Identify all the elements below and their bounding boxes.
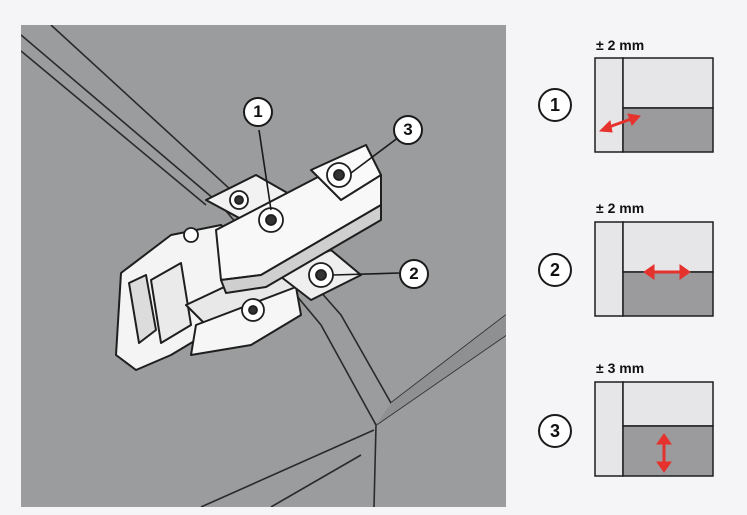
cabinet-edges <box>21 25 506 507</box>
callout-2-label: 2 <box>409 264 419 283</box>
callout-leaders <box>258 129 400 276</box>
vertical-arrow-icon <box>656 433 672 473</box>
hinge-drawing <box>21 25 506 507</box>
callout-3: 3 <box>393 115 423 145</box>
horizontal-side-arrow-icon <box>643 264 691 280</box>
callout-1: 1 <box>243 97 273 127</box>
adjustment-2-tolerance: ± 2 mm <box>596 200 645 216</box>
adjustment-2-number: 2 <box>538 253 572 287</box>
adjustment-2-number-text: 2 <box>549 259 560 280</box>
callout-1-label: 1 <box>253 102 263 121</box>
adjustment-1-number: 1 <box>538 88 572 122</box>
adjustment-2-diagram <box>594 221 714 317</box>
adjustment-3-number-text: 3 <box>549 420 560 441</box>
adjustment-1-tolerance: ± 2 mm <box>596 37 645 53</box>
adjustment-1-diagram <box>594 57 714 153</box>
callout-3-label: 3 <box>403 120 413 139</box>
hinge-illustration-panel: 1 3 2 <box>21 25 506 507</box>
adjustment-3-diagram <box>594 381 714 477</box>
horizontal-depth-arrow-icon <box>598 113 641 133</box>
adjustment-1-number-text: 1 <box>549 94 560 115</box>
callout-2: 2 <box>399 259 429 289</box>
adjustment-3-number: 3 <box>538 414 572 448</box>
adjustment-3-tolerance: ± 3 mm <box>596 360 645 376</box>
hinge-screws <box>183 162 352 322</box>
